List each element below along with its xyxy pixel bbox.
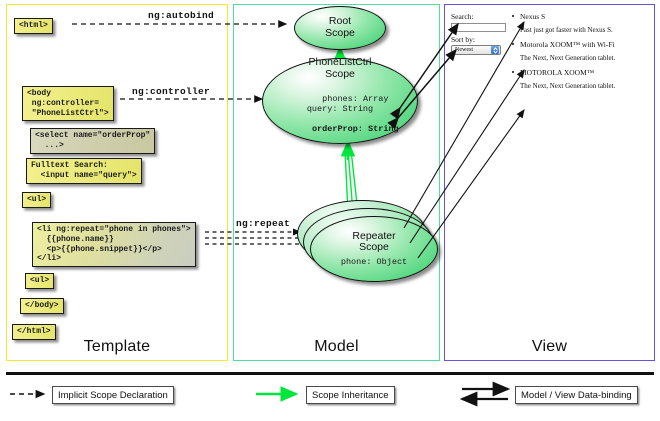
scope-repeater-props: phone: Object xyxy=(340,257,408,268)
phone-name: MOTOROLA XOOM™ xyxy=(511,68,651,77)
view-rendered-output: Search: Sort by: Newest Nexus S Fast jus… xyxy=(451,12,649,132)
legend-divider xyxy=(6,372,654,375)
code-box-ul-open: <ul> xyxy=(22,192,52,208)
code-box-ul-close: <ul> xyxy=(25,273,55,289)
code-box-li-repeat: <li ng:repeat="phone in phones"> {{phone… xyxy=(32,222,196,267)
code-box-fulltext: Fulltext Search: <input name="query"> xyxy=(26,158,142,184)
legend-label-implicit-scope-declaration: Implicit Scope Declaration xyxy=(52,386,174,404)
phone-snippet: The Next, Next Generation tablet. xyxy=(520,53,616,62)
binding-phone-2 xyxy=(409,69,525,244)
list-item[interactable]: MOTOROLA XOOM™ The Next, Next Generation… xyxy=(511,68,651,90)
phone-snippet: Fast just got faster with Nexus S. xyxy=(520,25,613,34)
legend-icons xyxy=(10,381,511,407)
binding-orderprop-select xyxy=(387,48,457,130)
legend-label-model-view-data-binding: Model / View Data-binding xyxy=(515,386,638,404)
phone-name: Nexus S xyxy=(511,12,651,21)
sort-label: Sort by: xyxy=(451,35,475,44)
list-item[interactable]: Motorola XOOM™ with Wi-Fi The Next, Next… xyxy=(511,40,651,62)
label-ng-autobind: ng:autobind xyxy=(148,10,215,21)
scope-phonelistctrl-props: phones: Array query: String xyxy=(306,93,389,115)
legend-label-scope-inheritance: Scope Inheritance xyxy=(306,386,395,404)
search-label: Search: xyxy=(451,12,474,21)
list-item[interactable]: Nexus S Fast just got faster with Nexus … xyxy=(511,12,651,34)
chevron-updown-icon xyxy=(491,46,499,54)
phone-list: Nexus S Fast just got faster with Nexus … xyxy=(511,12,651,96)
panel-view-label: View xyxy=(531,338,568,355)
binding-query-input xyxy=(389,22,459,120)
scope-phonelistctrl-prop-orderprop: orderProp: String xyxy=(311,124,399,135)
panel-template-label: Template xyxy=(83,338,151,355)
legend: Implicit Scope Declaration Scope Inherit… xyxy=(0,364,660,421)
sort-select-value: Newest xyxy=(455,47,473,53)
code-box-select: <select name="orderProp" ...> xyxy=(30,128,156,154)
code-box-body-close: </body> xyxy=(20,298,64,314)
code-box-html-close: </html> xyxy=(12,324,56,340)
binding-phone-3 xyxy=(417,109,525,259)
label-ng-repeat: ng:repeat xyxy=(236,218,291,229)
panel-model-label: Model xyxy=(314,338,359,355)
binding-phone-1 xyxy=(403,21,525,229)
code-box-body-open: <body ng:controller= "PhoneListCtrl"> xyxy=(22,86,114,122)
code-box-html-open: <html> xyxy=(14,18,53,34)
panel-view: View xyxy=(444,4,655,361)
label-ng-controller: ng:controller xyxy=(132,86,211,97)
phone-name: Motorola XOOM™ with Wi-Fi xyxy=(511,40,651,49)
phone-snippet: The Next, Next Generation tablet. xyxy=(520,81,616,90)
